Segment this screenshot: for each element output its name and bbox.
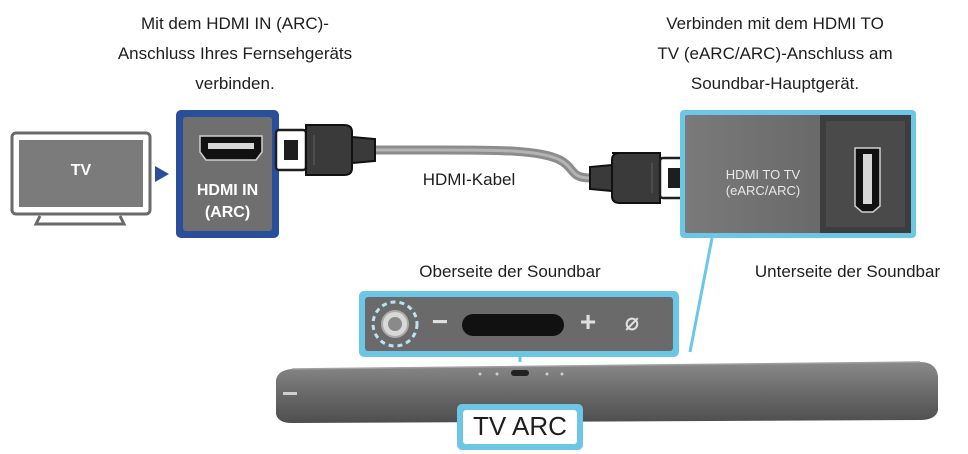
left-caption-line-3: verbinden. [195, 74, 275, 93]
tv-icon [10, 131, 152, 226]
right-caption-line-3: Soundbar-Hauptgerät. [690, 74, 860, 93]
volume-down-symbol: − [431, 306, 449, 337]
hdmi-in-label-line-1: HDMI IN [196, 182, 259, 199]
right-caption-line-2: TV (eARC/ARC)-Anschluss am [657, 44, 893, 63]
arrow-icon [155, 166, 169, 182]
hdmi-to-tv-line-2: (eARC/ARC) [725, 183, 801, 198]
hdmi-to-tv-label: HDMI TO TV (eARC/ARC) [710, 167, 816, 199]
hdmi-in-label-line-2: (ARC) [204, 204, 251, 221]
left-caption-line-2: Anschluss Ihres Fernsehgeräts [117, 44, 353, 63]
right-hdmi-plug [589, 152, 692, 204]
left-hdmi-plug [274, 124, 376, 176]
soundbar-top-panel [359, 291, 679, 357]
soundbar-body [276, 361, 938, 423]
left-caption-line-1: Mit dem HDMI IN (ARC)- [141, 14, 329, 33]
hdmi-to-tv-panel [680, 110, 916, 238]
tv-arc-label: TV ARC [473, 411, 567, 441]
tv-arc-box [457, 404, 583, 450]
volume-up-symbol: + [579, 306, 597, 337]
hdmi-in-label: HDMI IN (ARC) [183, 180, 272, 224]
mute-symbol: ⌀ [624, 309, 640, 336]
callout-line-bottom [688, 237, 714, 353]
right-caption: Verbinden mit dem HDMI TO TV (eARC/ARC)-… [610, 9, 940, 99]
tv-label: TV [70, 162, 92, 179]
hdmi-to-tv-line-1: HDMI TO TV [725, 167, 801, 182]
right-caption-line-1: Verbinden mit dem HDMI TO [666, 14, 884, 33]
bottom-of-soundbar-label: Unterseite der Soundbar [754, 262, 941, 281]
hdmi-in-port-box [176, 110, 279, 238]
top-of-soundbar-label: Oberseite der Soundbar [419, 262, 601, 281]
left-caption: Mit dem HDMI IN (ARC)- Anschluss Ihres F… [70, 9, 400, 99]
cable-label: HDMI-Kabel [422, 170, 516, 189]
